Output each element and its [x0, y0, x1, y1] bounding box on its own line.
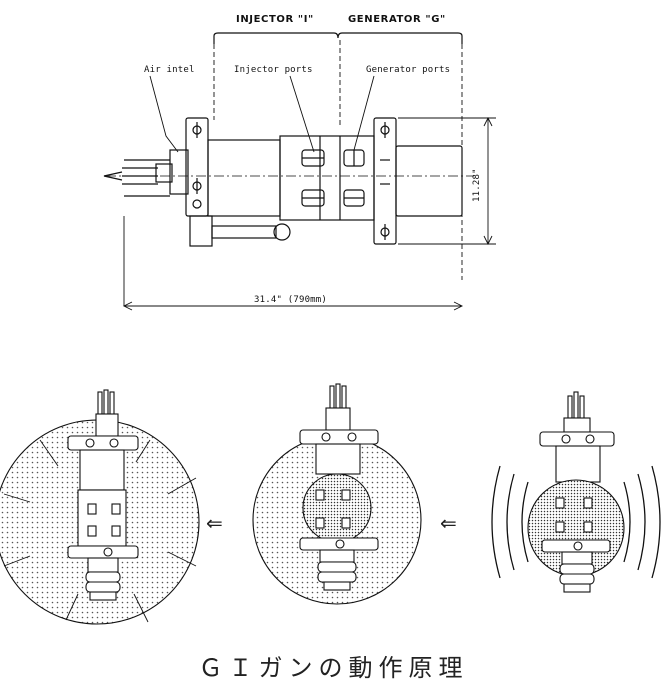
gun-front-view-1 — [67, 389, 139, 601]
height-dimension-label: 11.28" — [472, 168, 482, 202]
inner-bubble — [302, 473, 372, 543]
stage-expansion — [252, 383, 422, 605]
pressure-waves — [491, 465, 661, 579]
air-inlet-leader — [149, 75, 179, 153]
length-dimension — [122, 301, 464, 311]
gun-front-view-2 — [299, 383, 379, 591]
stage-collapse — [491, 391, 661, 593]
length-dimension-label: 31.4" (790mm) — [254, 295, 327, 305]
stage-release — [0, 389, 200, 625]
release-rays — [3, 439, 197, 623]
generator-ports-label: Generator ports — [366, 65, 450, 75]
figure-caption: ＧＩガンの動作原理 — [198, 654, 469, 682]
injector-ports-label: Injector ports — [234, 65, 313, 75]
sequence-arrow-2: ⇐ — [440, 511, 457, 535]
gun-front-view-3-lower — [541, 497, 611, 593]
generator-section-label: GENERATOR "G" — [348, 14, 446, 25]
sequence-arrow-1: ⇐ — [206, 511, 223, 535]
height-dimension — [398, 116, 496, 246]
section-brace — [213, 32, 463, 44]
air-inlet-label: Air intel — [144, 65, 195, 75]
top-technical-drawing: INJECTOR "I" GENERATOR "G" Air intel Inj… — [103, 14, 496, 311]
injector-section-label: INJECTOR "I" — [236, 14, 314, 25]
gun-front-view-3 — [539, 391, 615, 483]
injector-ports-leader — [289, 75, 315, 153]
gi-gun-side-view — [103, 117, 474, 247]
generator-ports-leader — [353, 75, 375, 151]
